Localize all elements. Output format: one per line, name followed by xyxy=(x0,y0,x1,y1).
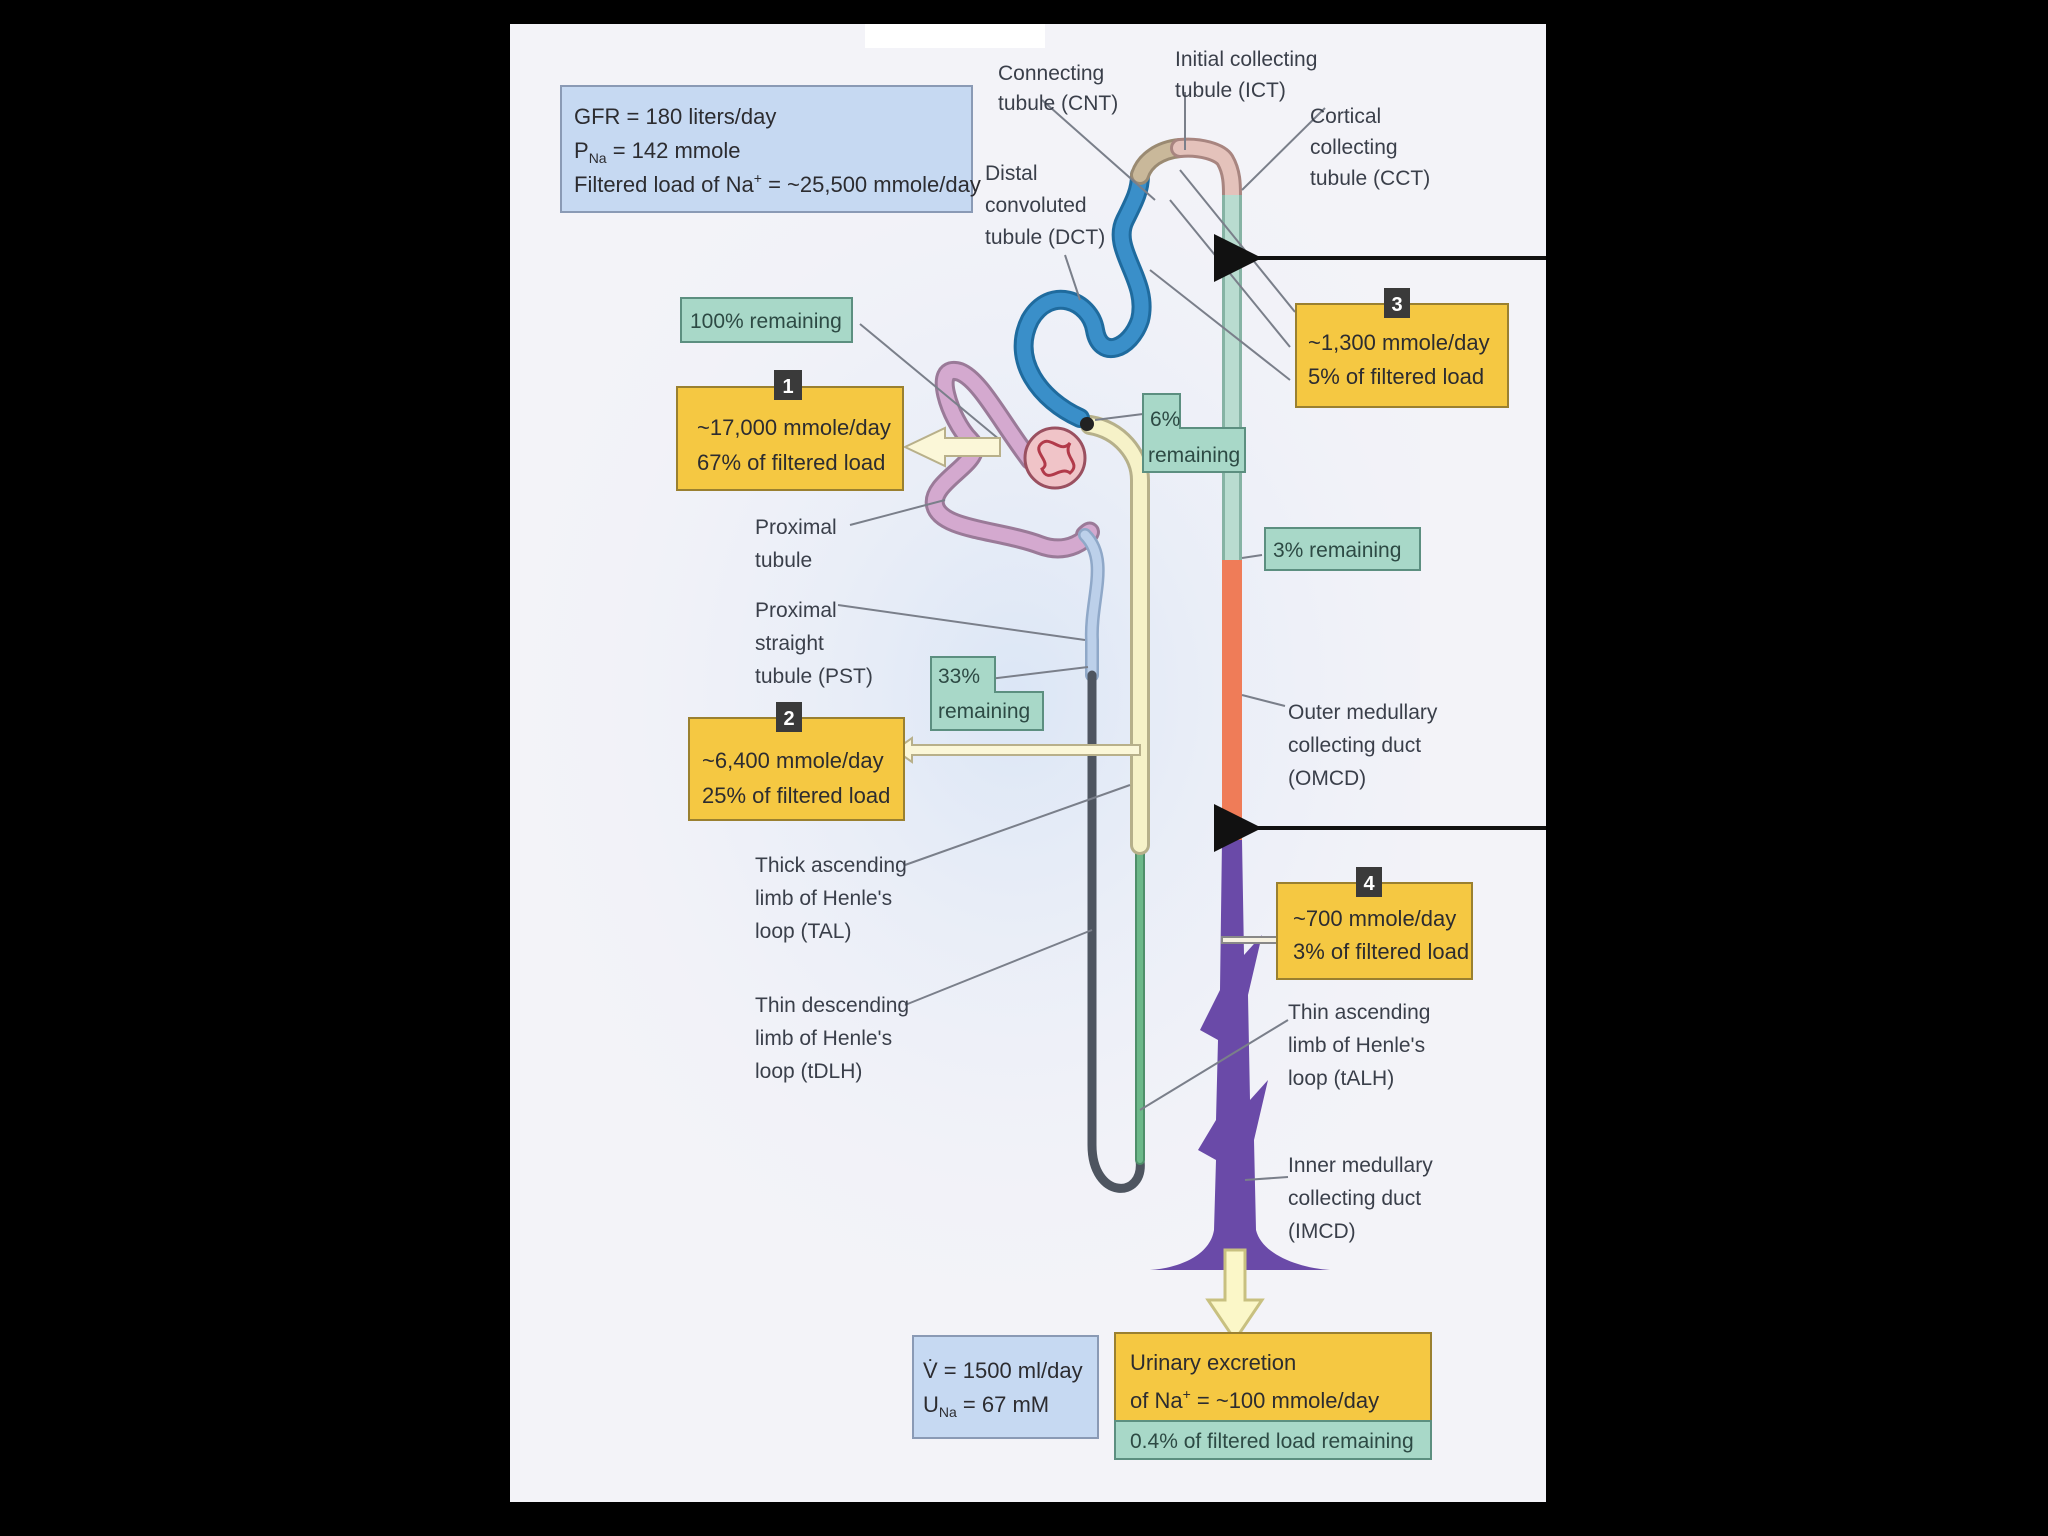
distal-convoluted-tubule-fill xyxy=(1016,168,1149,425)
reabsorption-badge-1-text: 1 xyxy=(782,376,793,398)
thin-descending-limb xyxy=(1087,670,1145,1193)
tag-100-remaining-text: 100% remaining xyxy=(690,310,842,333)
reabsorption-badge-3 xyxy=(1384,288,1410,318)
reabsorption-box-3 xyxy=(1295,303,1509,408)
urine-flow-box xyxy=(912,1335,1099,1439)
reabsorption-4-amount: ~700 mmole/day xyxy=(1293,906,1456,931)
glomerulus xyxy=(1023,426,1087,490)
thick-ascending-limb-fill xyxy=(1083,418,1147,852)
glomerulus-capillaries xyxy=(1037,439,1076,477)
reabsorption-badge-2-text: 2 xyxy=(783,708,794,730)
reabsorption-box-4 xyxy=(1276,882,1473,980)
reabsorption-1-percent: 67% of filtered load xyxy=(697,450,885,475)
reabsorption-arrow-1 xyxy=(902,426,1001,468)
excretion-remaining-text: 0.4% of filtered load remaining xyxy=(1130,1430,1414,1453)
reabsorption-badge-2 xyxy=(776,702,802,732)
urine-na-text: UNa = 67 mM xyxy=(923,1392,1049,1420)
excretion-title: Urinary excretion xyxy=(1130,1350,1296,1375)
proximal-straight-tubule-fill xyxy=(1080,530,1103,680)
reabsorption-1-amount: ~17,000 mmole/day xyxy=(697,415,891,440)
urine-flow-text: V̇ = 1500 ml/day xyxy=(923,1358,1083,1383)
reabsorption-2-percent: 25% of filtered load xyxy=(702,783,890,808)
reabsorption-badge-3-text: 3 xyxy=(1391,294,1402,316)
plasma-na-text: PNa = 142 mmole xyxy=(574,138,741,166)
gfr-text: GFR = 180 liters/day xyxy=(574,104,776,129)
excretion-box xyxy=(1114,1332,1432,1422)
excretion-amount: of Na+ = ~100 mmole/day xyxy=(1130,1386,1379,1413)
header-strip xyxy=(865,24,1045,48)
reabsorption-2-amount: ~6,400 mmole/day xyxy=(702,748,884,773)
gfr-info-box xyxy=(560,85,973,213)
tag-33-remaining xyxy=(930,656,1044,731)
tag-6-remaining-text: 6%remaining xyxy=(1148,408,1240,467)
tag-33-remaining-text: 33%remaining xyxy=(938,665,1030,723)
reabsorption-badge-1 xyxy=(774,370,802,400)
tag-6-remaining xyxy=(1142,393,1246,473)
outer-medullary-collecting-duct xyxy=(1222,560,1242,840)
macula-densa-dot xyxy=(1080,417,1094,431)
excretion-remaining-band xyxy=(1114,1420,1432,1460)
reabsorption-3-amount: ~1,300 mmole/day xyxy=(1308,330,1490,355)
tag-100-remaining xyxy=(680,297,853,343)
inner-medullary-collecting-duct xyxy=(1150,840,1330,1270)
reabsorption-box-1 xyxy=(676,386,904,491)
reabsorption-3-percent: 5% of filtered load xyxy=(1308,364,1484,389)
initial-collecting-tubule-fill xyxy=(1173,140,1239,202)
proximal-tubule-fill xyxy=(927,363,1097,556)
reabsorption-badge-4 xyxy=(1356,867,1382,897)
tag-3-remaining xyxy=(1264,527,1421,571)
reabsorption-badge-4-text: 4 xyxy=(1363,873,1375,895)
tag-3-remaining-text: 3% remaining xyxy=(1273,539,1401,562)
filtered-load-text: Filtered load of Na+ = ~25,500 mmole/day xyxy=(574,170,981,197)
reabsorption-4-percent: 3% of filtered load xyxy=(1293,939,1469,964)
reabsorption-box-2 xyxy=(688,717,905,821)
urine-output-arrow xyxy=(1205,1248,1265,1343)
